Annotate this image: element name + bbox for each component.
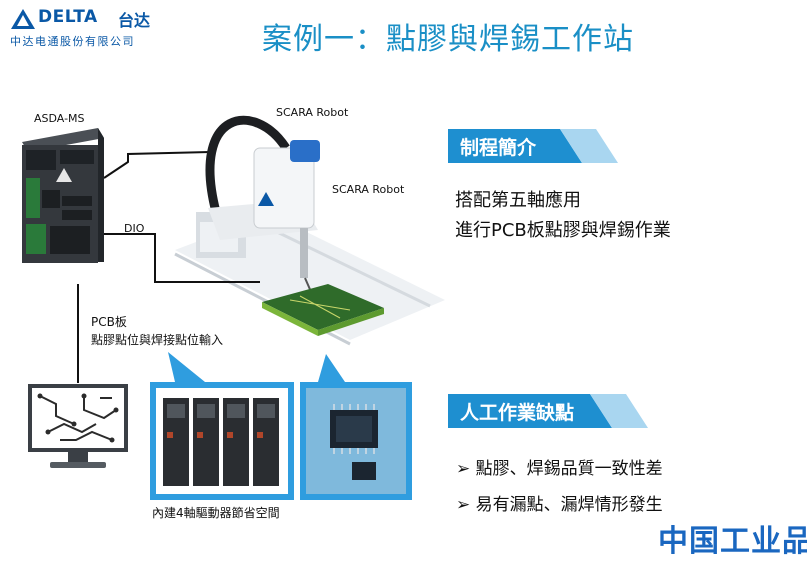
bullet-item-2: ➢ 易有漏點、漏焊情形發生	[456, 490, 663, 515]
drives-callout	[150, 352, 294, 500]
bullet-text: 易有漏點、漏焊情形發生	[476, 495, 663, 515]
process-line-2: 進行PCB板點膠與焊錫作業	[455, 216, 671, 242]
chip-callout	[300, 354, 412, 500]
scara-label-1: SCARA Robot	[276, 106, 348, 119]
scara-label-2: SCARA Robot	[332, 183, 404, 196]
bullet-text: 點膠、焊錫品質一致性差	[476, 459, 663, 479]
bullet-item-1: ➢ 點膠、焊錫品質一致性差	[456, 454, 663, 479]
dio-label: DIO	[124, 222, 144, 235]
section-heading-manual: 人工作業缺點	[448, 394, 648, 428]
watermark: 中国工业品网	[658, 516, 807, 560]
asda-ms-controller	[22, 128, 104, 263]
bullet-arrow-icon: ➢	[456, 459, 470, 479]
bullet-arrow-icon: ➢	[456, 495, 470, 515]
process-line-1: 搭配第五軸應用	[455, 186, 581, 212]
drives-caption: 內建4軸驅動器節省空間	[152, 504, 280, 521]
asda-label: ASDA-MS	[34, 112, 85, 125]
pcb-label-line1: PCB板	[91, 313, 127, 330]
pcb-label-line2: 點膠點位與焊接點位輸入	[91, 331, 223, 348]
section-heading-process-label: 制程簡介	[460, 133, 536, 160]
section-heading-manual-label: 人工作業缺點	[460, 398, 574, 425]
section-heading-process: 制程簡介	[448, 129, 618, 163]
monitor	[28, 384, 128, 468]
